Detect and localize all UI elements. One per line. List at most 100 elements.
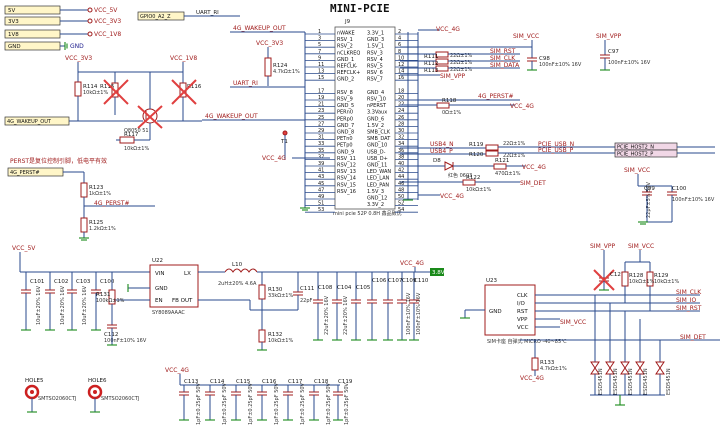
cap-bot-value-5: 1pF±0.25pF 50V [300, 382, 306, 425]
connector-left-pin-number: 47 [318, 187, 324, 193]
connector-right-pin-number: 28 [398, 121, 404, 127]
sim-vcc-net: SIM_VCC [513, 33, 539, 40]
connector-left-pin-name: RSV_16 [337, 189, 356, 195]
connector-right-pin-number: 32 [398, 135, 404, 141]
r115-ref: R115 [100, 84, 115, 90]
l10-ref: L10 [232, 262, 243, 268]
c97-value: 100nF±10% 16V [608, 60, 651, 66]
gpio-label: GPIO0_A2_Z [140, 14, 171, 20]
connector-left-pin-number: 21 [318, 102, 324, 108]
u22-pin-en: EN [155, 298, 163, 304]
c119-ref: C119 [338, 379, 353, 385]
connector-right-pin-name: GND_4 [367, 90, 384, 96]
connector-left-pin-number: 5 [318, 42, 321, 48]
r116-ref: R116 [187, 84, 202, 90]
connector-left-pin-name: RSV_1 [337, 37, 353, 43]
cap-bot-value-7: 1pF±0.25pF 50V [344, 382, 350, 425]
esd-diode-top [590, 361, 600, 369]
r124-ref: R124 [273, 63, 288, 69]
hole6-value: SMTSO2060CTJ [101, 396, 139, 402]
connector-left-pin-name: GND_1 [337, 57, 354, 63]
r113-value: 22Ω±1% [450, 67, 473, 73]
esd-d3-label: ESD5451N [628, 368, 634, 395]
esd-d2-label: ESD5451N [613, 368, 619, 395]
connector-right-pin-name: RSV_5 [367, 64, 383, 70]
pcie-host2-n-label: PCIE_HOST2_N [617, 145, 654, 151]
connector-left-pin-number: 27 [318, 121, 324, 127]
hole5-value: SMTSO2060CTJ [38, 396, 76, 402]
esd-d4-label: ESD5451N [643, 368, 649, 395]
connector-right-pin-number: 18 [398, 88, 404, 94]
connector-right-pin-number: 26 [398, 115, 404, 121]
connector-right-pin-name: LED_LAN [367, 176, 390, 182]
connector-footer: mini pcie 52P 0.8H 鑫品致优 [333, 210, 402, 217]
c103-value: 10uF±20% 16V [82, 285, 88, 325]
r131-value: 100kΩ±1% [96, 298, 125, 304]
connector-right-pin-name: 1.5V_2 [367, 123, 384, 129]
connector-left-pin-number: 29 [318, 128, 324, 134]
hole5-ref: HOLE5 [25, 378, 44, 384]
perst-note: PERST是复位控制引脚，低电平有效 [10, 157, 107, 165]
esd-diodes [590, 295, 665, 406]
r112-value: 22Ω±1% [450, 60, 473, 66]
connector-body [334, 26, 396, 210]
connector-right-pin-name: 3.3Vaux [367, 110, 387, 116]
connector-left-pin-number: 13 [318, 69, 324, 75]
connector-right-pin-number: 10 [398, 55, 404, 61]
connector-left-pin-number: 49 [318, 194, 324, 200]
u23-pin-rst: RST [517, 309, 528, 315]
r113-ref: R113 [424, 68, 439, 74]
c111-value: 22pF [300, 298, 313, 304]
connector-left-pin-name: RSV_8 [337, 90, 353, 96]
power-label-group: 5V VCC_5V 3V3 VCC_3V3 1V8 VCC_1V8 GND GN… [4, 5, 121, 51]
usb4-p-net: USB4_P [430, 148, 453, 155]
connector-left-pin-name: RSV_14 [337, 176, 356, 182]
sim-data-net: SIM_DATA [490, 62, 520, 69]
u23-value: SIM卡座 自弹式 MICRO -40~85℃ [487, 338, 567, 345]
c118-ref: C118 [314, 379, 329, 385]
connector-left-pin-number: 7 [318, 49, 321, 55]
pcie-host2-p-label: PCIE_HOST2_P [617, 152, 653, 158]
connector-left-pin-name: RSV_2 [337, 44, 353, 50]
connector-left-pin-number: 9 [318, 55, 321, 61]
connector-right-pin-name: LED_PAN [367, 182, 389, 188]
sim-vpp-net-3: SIM_VPP [590, 243, 615, 250]
hole5: HOLE5 SMTSO2060CTJ [24, 378, 76, 413]
c105-ref: C105 [356, 285, 371, 291]
connector-left-pin-name: RSV_11 [337, 156, 356, 162]
l10-value: 2uH±20% 4.6A [218, 281, 257, 287]
esd-diode-top [655, 361, 665, 369]
r128-value: 10kΩ±1% [629, 279, 654, 285]
c110-ref: C110 [414, 278, 429, 284]
c116-ref: C116 [262, 379, 277, 385]
net-gnd-label: GND [70, 43, 84, 50]
u22-value: SY8089AAAC [152, 310, 185, 316]
r111-ref: R111 [424, 54, 438, 60]
connector-right-pin-number: 14 [398, 69, 404, 75]
connector-right-pin-number: 4 [398, 36, 401, 42]
connector-right-pin-name: RSV_7 [367, 77, 383, 83]
c112-value: 100nF±10% 16V [104, 338, 147, 344]
connector-left-pin-number: 51 [318, 201, 324, 207]
r133-value: 4.7kΩ±1% [540, 366, 567, 372]
esd-d5-label: ESD5451N [666, 368, 672, 395]
r121-value: 470Ω±1% [495, 171, 521, 177]
r111-value: 22Ω±1% [450, 53, 473, 59]
output-caps [313, 272, 419, 341]
v3-8-label: 3.8V [432, 270, 445, 276]
net-vcc-3v3-label: VCC_3V3 [94, 18, 121, 25]
r131-ref: R131 [96, 292, 110, 298]
connector-left-pin-name: REFCLK+ [337, 70, 360, 76]
c106-ref: C106 [372, 278, 387, 284]
connector-left-pin-number: 25 [318, 115, 324, 121]
c102-value: 10uF±20% 16V [60, 285, 66, 325]
connector-right-pin-number: 6 [398, 42, 401, 48]
r120-ref: R120 [469, 152, 484, 158]
connector-right-pin-number: 42 [398, 168, 404, 174]
c112-ref: C112 [104, 332, 118, 338]
connector-left-pin-number: 1 [318, 29, 321, 35]
net-vcc-1v8-label: VCC_1V8 [94, 31, 121, 38]
c100-ref: C100 [672, 186, 687, 192]
vcc-4g-net-sim: VCC_4G [520, 375, 544, 382]
